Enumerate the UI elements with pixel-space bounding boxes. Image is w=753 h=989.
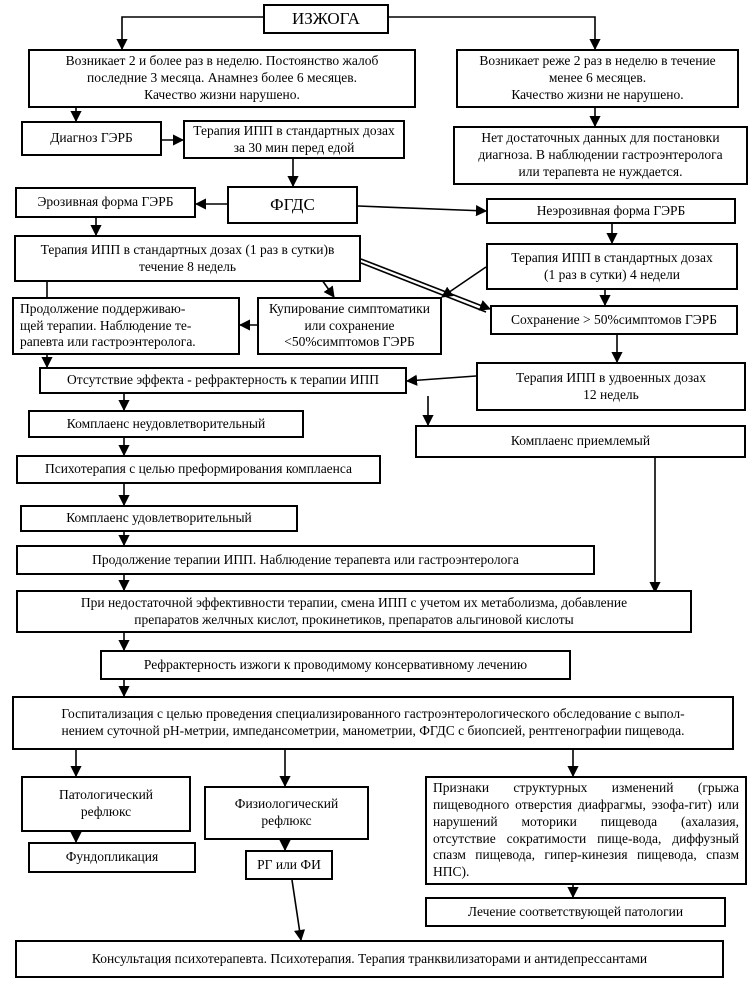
ppi-standard-before-meal-box: Терапия ИПП в стандартных дозах за 30 ми… bbox=[183, 120, 405, 159]
ppi-8-weeks-box: Терапия ИПП в стандартных дозах (1 раз в… bbox=[14, 235, 361, 282]
arrow-ppidouble-to-noeffect bbox=[405, 374, 477, 386]
continue-ppi-box: Продолжение терапии ИПП. Наблюдение тера… bbox=[16, 545, 595, 575]
symptoms-persist-box: Сохранение > 50%симптомов ГЭРБ bbox=[490, 305, 738, 335]
fundoplication-box: Фундопликация bbox=[28, 842, 196, 873]
maintenance-therapy-box: Продолжение поддерживаю- щей терапии. На… bbox=[12, 297, 240, 355]
non-erosive-form-box: Неэрозивная форма ГЭРБ bbox=[486, 198, 736, 224]
psychotherapy-compliance-box: Психотерапия с целью преформирования ком… bbox=[16, 455, 381, 484]
arrow-ppi4-to-relief bbox=[441, 266, 487, 298]
structural-changes-box: Признаки структурных изменений (грыжа пи… bbox=[425, 776, 747, 885]
symptom-relief-box: Купирование симптоматики или сохранение … bbox=[257, 297, 442, 355]
arrow-heartburn-to-rare bbox=[389, 16, 601, 51]
rare-symptoms-box: Возникает реже 2 раз в неделю в течение … bbox=[456, 49, 739, 108]
refractory-box: Рефрактерность изжоги к проводимому конс… bbox=[100, 650, 571, 680]
hospitalization-box: Госпитализация с целью проведения специа… bbox=[12, 696, 734, 750]
psychotherapist-consultation-box: Консультация психотерапевта. Психотерапи… bbox=[15, 940, 724, 978]
ppi-double-dose-box: Терапия ИПП в удвоенных дозах 12 недель bbox=[476, 362, 746, 411]
arrow-rgfi-to-consultation bbox=[291, 879, 306, 942]
compliance-acceptable-box: Комплаенс приемлемый bbox=[415, 425, 746, 458]
physiologic-reflux-box: Физиологический рефлюкс bbox=[204, 786, 369, 840]
treat-pathology-box: Лечение соответствующей патологии bbox=[425, 897, 726, 927]
arrow-fgds-to-nonerosive bbox=[357, 205, 488, 217]
arrow-heartburn-to-frequent bbox=[116, 16, 263, 51]
arrow-ppi8-to-relief bbox=[321, 279, 335, 298]
erosive-form-box: Эрозивная форма ГЭРБ bbox=[15, 187, 196, 218]
fgds-box: ФГДС bbox=[227, 186, 358, 224]
compliance-good-box: Комплаенс удовлетворительный bbox=[20, 505, 298, 532]
gerd-diagnosis-box: Диагноз ГЭРБ bbox=[21, 121, 162, 156]
insufficient-efficacy-box: При недостаточной эффективности терапии,… bbox=[16, 590, 692, 633]
rg-or-fi-box: РГ или ФИ bbox=[245, 850, 333, 880]
heartburn-box: ИЗЖОГА bbox=[263, 4, 389, 34]
not-enough-data-box: Нет достаточных данных для постановки ди… bbox=[453, 126, 748, 185]
no-effect-refractory-box: Отсутствие эффекта - рефрактерность к те… bbox=[39, 367, 407, 394]
compliance-poor-box: Комплаенс неудовлетворительный bbox=[28, 410, 304, 438]
ppi-4-weeks-box: Терапия ИПП в стандартных дозах (1 раз в… bbox=[486, 243, 738, 290]
pathologic-reflux-box: Патологический рефлюкс bbox=[21, 776, 191, 832]
arrow-ppi8-to-persist bbox=[360, 258, 492, 311]
frequent-symptoms-box: Возникает 2 и более раз в неделю. Постоя… bbox=[28, 49, 416, 108]
